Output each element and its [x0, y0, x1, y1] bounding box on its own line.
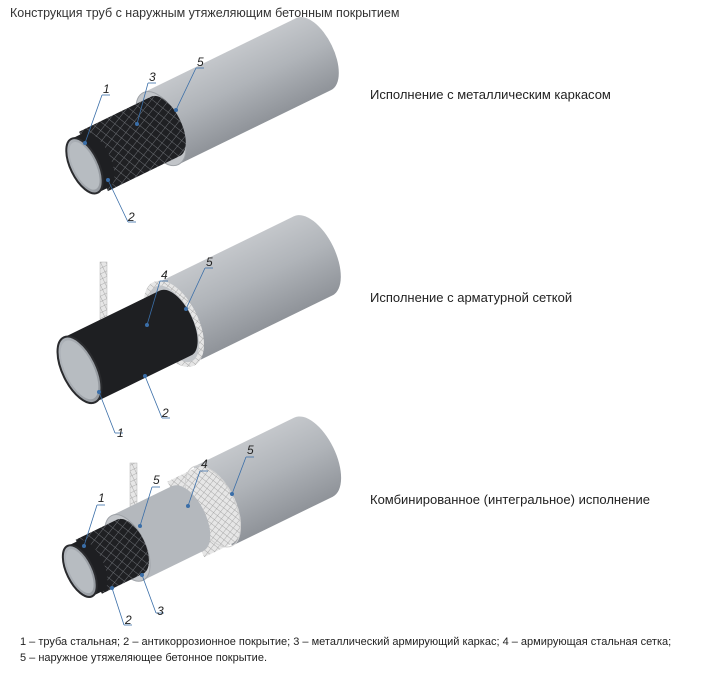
- pipe-metal-cage: 1 2 3 5: [65, 17, 339, 224]
- mesh-strip: [99, 261, 108, 323]
- legend: 1 – труба стальная; 2 – антикоррозионное…: [20, 634, 671, 666]
- variant-label-rebar-mesh: Исполнение с арматурной сеткой: [370, 290, 573, 305]
- callout-2: 2: [161, 406, 169, 420]
- callout-5: 5: [197, 55, 204, 69]
- callout-3: 3: [149, 70, 156, 84]
- variant-label-combined: Комбинированное (интегральное) исполнени…: [370, 492, 650, 507]
- callout-1: 1: [117, 426, 124, 440]
- callout-5-outer: 5: [247, 443, 254, 457]
- pipe-rebar-mesh: 1 2 4 5: [56, 215, 341, 440]
- callout-2: 2: [124, 613, 132, 627]
- callout-3: 3: [157, 604, 164, 618]
- callout-1: 1: [103, 82, 110, 96]
- callout-2: 2: [127, 210, 135, 224]
- callout-4: 4: [201, 457, 208, 471]
- figure-title: Конструкция труб с наружным утяжеляющим …: [10, 6, 400, 20]
- pipe-combined: 1 2 3 4 5 5: [61, 416, 342, 627]
- legend-line-1: 1 – труба стальная; 2 – антикоррозионное…: [20, 636, 672, 648]
- variant-label-metal-cage: Исполнение с металлическим каркасом: [370, 87, 611, 102]
- callout-1: 1: [98, 491, 105, 505]
- callout-5-inner: 5: [153, 473, 160, 487]
- concrete-coating: [143, 17, 339, 165]
- legend-line-2: 5 – наружное утяжеляющее бетонное покрыт…: [20, 652, 268, 664]
- callout-5: 5: [206, 255, 213, 269]
- callout-4: 4: [161, 268, 168, 282]
